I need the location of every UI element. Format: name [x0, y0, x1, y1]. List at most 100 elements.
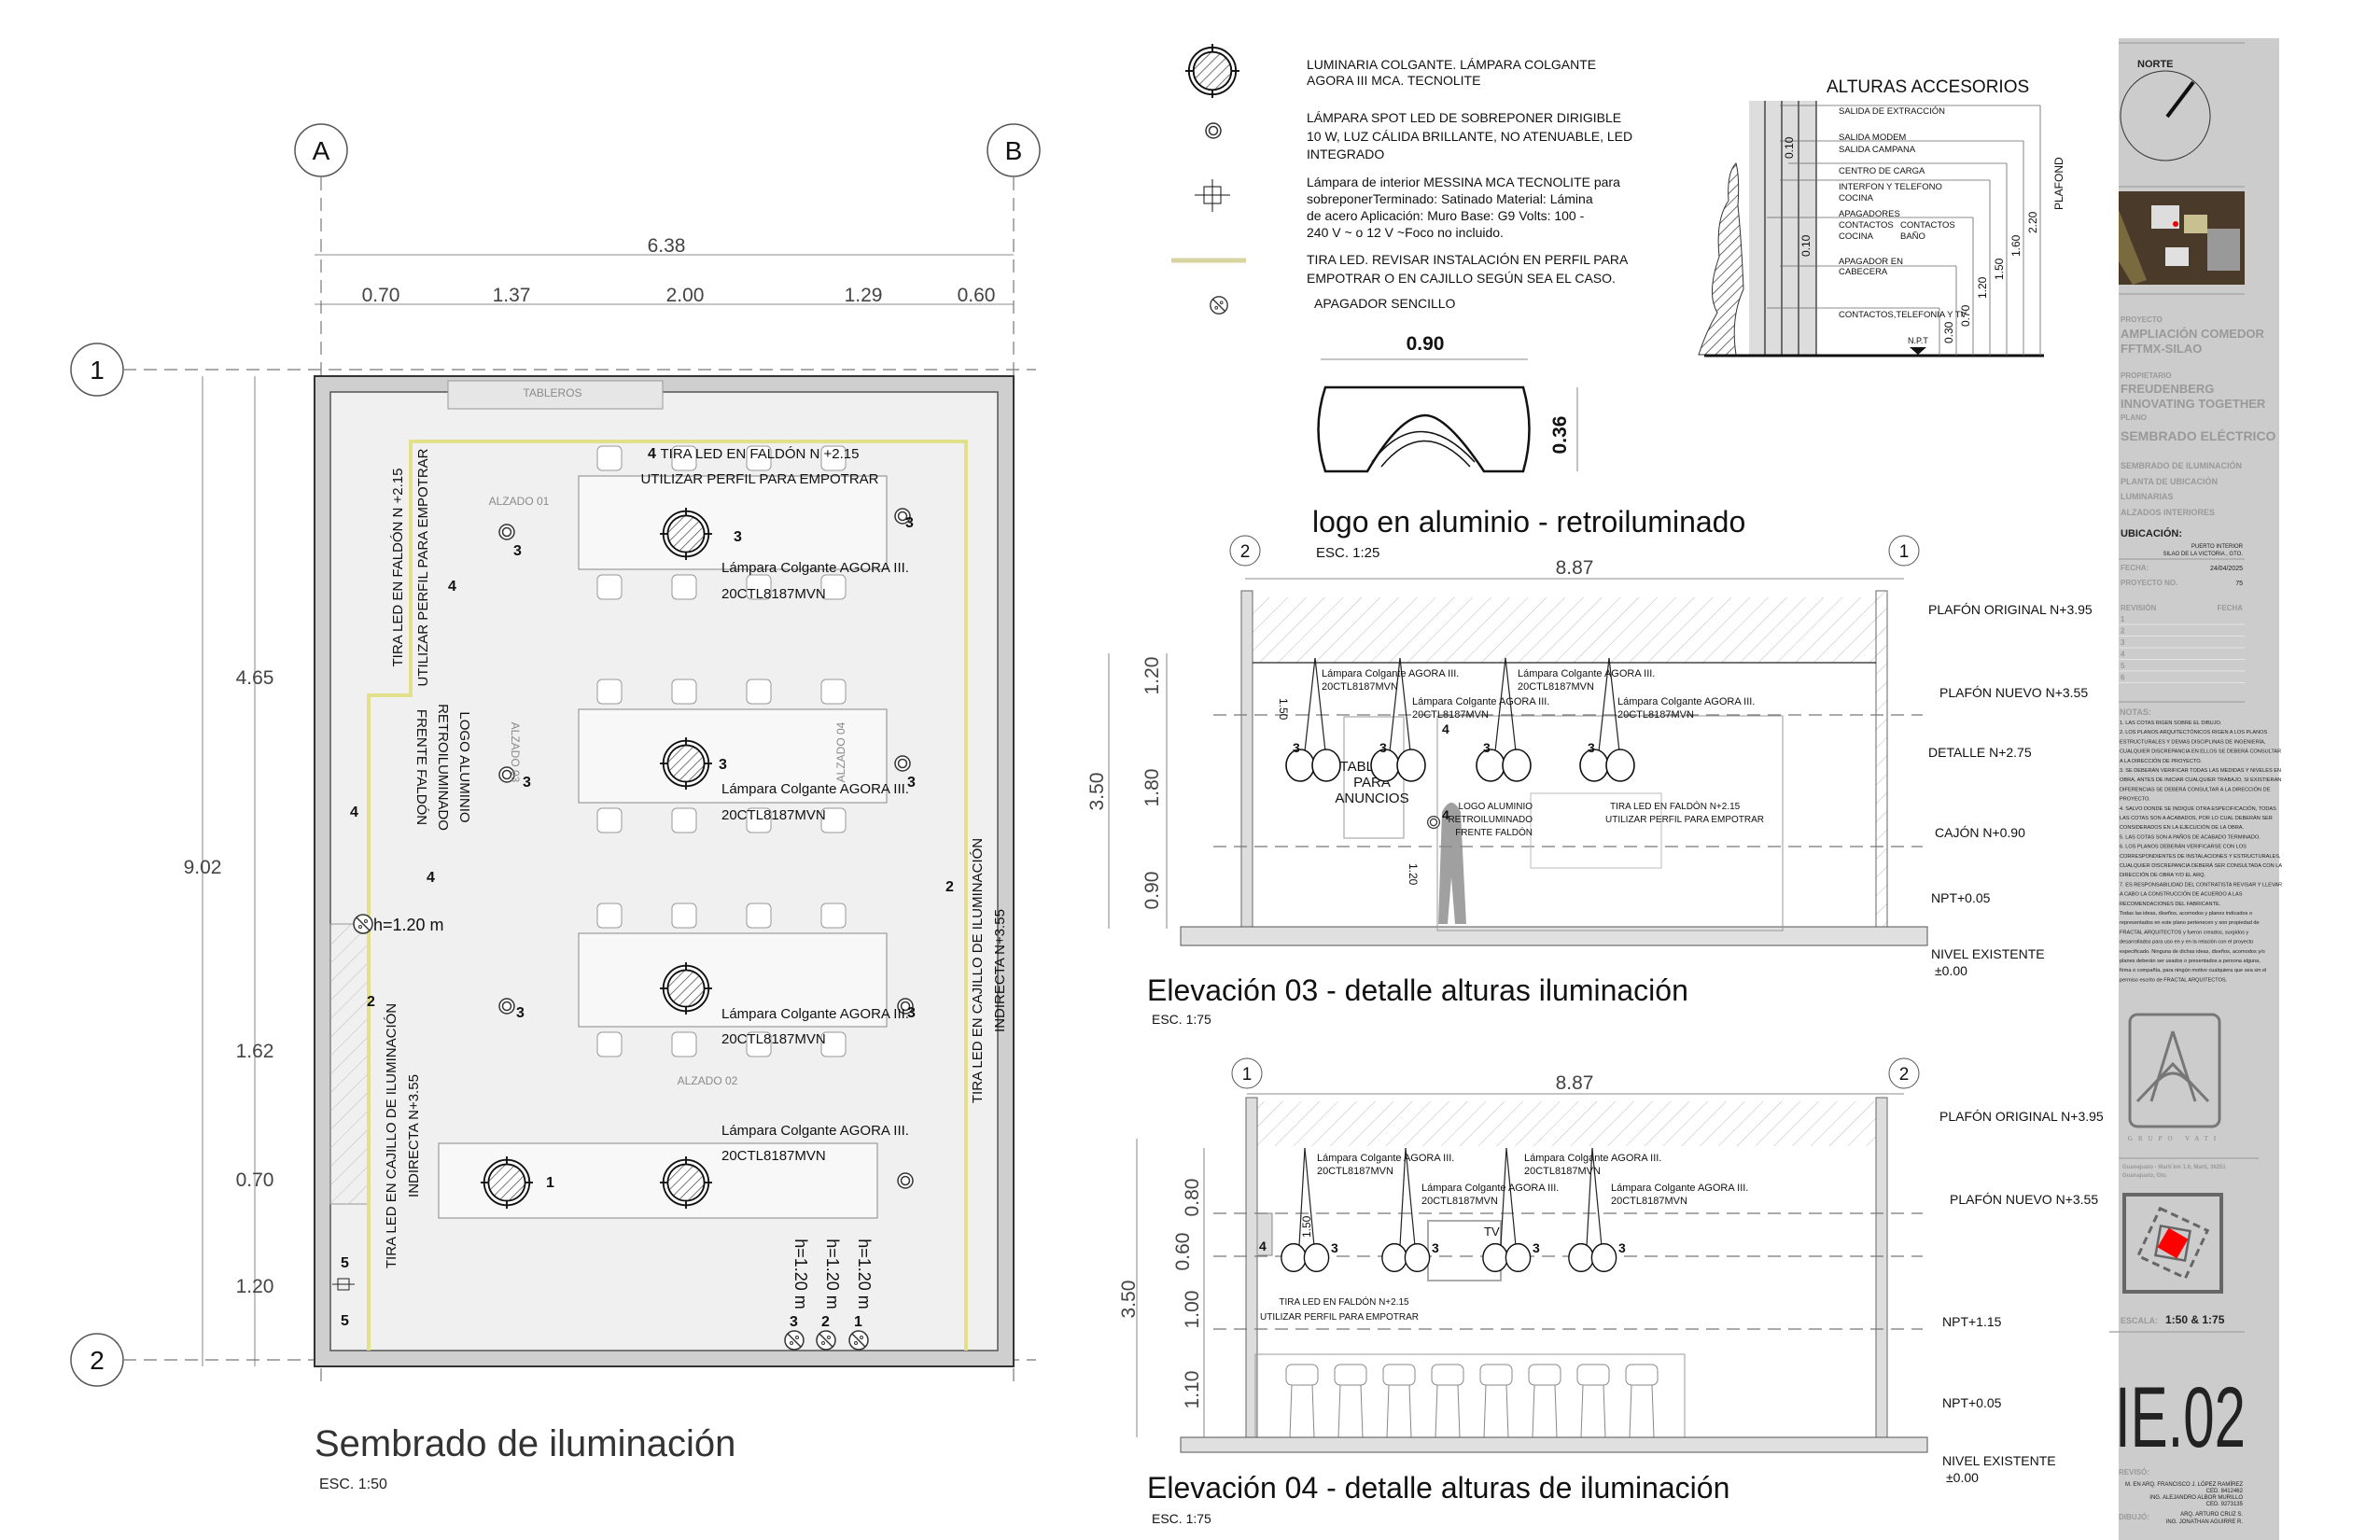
pendant-drops	[1304, 657, 1620, 752]
svg-text:Lámpara Colgante AGORA III.: Lámpara Colgante AGORA III.	[1518, 668, 1655, 679]
svg-text:Lámpara Colgante AGORA III.: Lámpara Colgante AGORA III.	[1322, 668, 1459, 679]
human-silhouette	[1698, 162, 1744, 356]
stool-leg	[1629, 1384, 1632, 1438]
alturas-dims: 0.30 0.70 1.20 1.50 1.60 2.20 0.10 0.10 …	[1783, 136, 2065, 345]
svg-text:PLAFÓN NUEVO N+3.55: PLAFÓN NUEVO N+3.55	[1950, 1192, 2098, 1207]
grid-label: 1	[90, 356, 105, 385]
dim-total-width: 6.38	[648, 235, 686, 257]
bar-stool	[1625, 1364, 1659, 1386]
svg-text:LUMINARIAS: LUMINARIAS	[2121, 492, 2174, 501]
reviewers: M. EN ARQ. FRANCISCO J. LÓPEZ RAMÍREZCED…	[2125, 1481, 2244, 1507]
note-line: desarrollados para uso en y en la relaci…	[2120, 940, 2253, 945]
svg-text:PROYECTO: PROYECTO	[2121, 315, 2163, 324]
svg-text:ING. ALEJANDRO ALBOR MURILLO: ING. ALEJANDRO ALBOR MURILLO	[2149, 1495, 2243, 1501]
lamp-label: Lámpara Colgante AGORA III.20CTL8187MVN	[721, 781, 909, 823]
stool-leg	[1603, 1384, 1606, 1438]
svg-text:1.50: 1.50	[1993, 258, 2006, 280]
logo-detail: 0.90 0.36 logo en aluminio - retroilumin…	[1312, 333, 1745, 561]
bar-stool	[1479, 1364, 1513, 1386]
wall-lamp-icon	[1195, 179, 1230, 212]
svg-text:20CTL8187MVN: 20CTL8187MVN	[721, 1148, 826, 1164]
lamp-label: Lámpara Colgante AGORA III.20CTL8187MVN	[721, 560, 909, 602]
chair	[596, 807, 623, 833]
grid-bubble-a: A	[294, 123, 348, 177]
svg-text:Lámpara Colgante AGORA III.: Lámpara Colgante AGORA III.	[721, 781, 909, 797]
chair	[671, 574, 697, 600]
svg-text:1.60: 1.60	[2009, 234, 2023, 257]
aerial-map-image	[2119, 191, 2245, 285]
svg-text:TIRA LED EN FALDÓN N+2.15: TIRA LED EN FALDÓN N+2.15	[1610, 800, 1741, 812]
cajillo-note: INDIRECTA N+3.55	[406, 1074, 422, 1197]
svg-text:3: 3	[1618, 1240, 1626, 1255]
svg-text:UBICACIÓN:: UBICACIÓN:	[2121, 527, 2182, 539]
svg-text:INTEGRADO: INTEGRADO	[1307, 147, 1384, 161]
planter	[329, 923, 369, 1205]
note-line: CORRESPONDIENTES DE INSTALACIONES Y ESTR…	[2120, 854, 2281, 860]
svg-text:4: 4	[1442, 721, 1449, 736]
revision-number: 4	[2121, 651, 2125, 659]
grid-bubble: 1	[1231, 1057, 1263, 1089]
elev-dim: 1.80	[1141, 769, 1163, 807]
elev03-scale: ESC. 1:75	[1152, 1012, 1211, 1027]
svg-text:3: 3	[516, 1005, 525, 1021]
switch-icon	[816, 1330, 836, 1351]
svg-text:0.30: 0.30	[1942, 321, 1955, 343]
bar-stool	[1528, 1364, 1561, 1386]
svg-text:FECHA:: FECHA:	[2121, 564, 2149, 572]
note-line: especificado. Ninguna de dichas ideas, d…	[2120, 949, 2265, 955]
note-line: ESTRUCTURALES Y DEMAS DISCIPLINAS DE ING…	[2120, 738, 2266, 745]
alturas-title: ALTURAS ACCESORIOS	[1827, 77, 2029, 97]
tableros-label: TABLEROS	[523, 386, 581, 399]
table	[578, 708, 888, 804]
grid-bubble: 2	[1888, 1057, 1920, 1089]
logo-note: LOGO ALUMINIO	[456, 711, 472, 822]
dim-segment: 0.70	[362, 285, 400, 306]
svg-text:RETROILUMINADO: RETROILUMINADO	[1448, 815, 1533, 825]
svg-text:3: 3	[1588, 740, 1595, 755]
dim-segment: 1.20	[236, 1276, 274, 1297]
chair	[820, 574, 847, 600]
lamp-label: Lámpara Colgante AGORA III.20CTL8187MVN	[721, 1123, 909, 1164]
svg-text:APAGADOR SENCILLO: APAGADOR SENCILLO	[1314, 296, 1456, 311]
svg-text:ALZADOS INTERIORES: ALZADOS INTERIORES	[2121, 508, 2215, 517]
chair	[746, 1031, 772, 1057]
svg-text:20CTL8187MVN: 20CTL8187MVN	[1617, 709, 1694, 721]
stool-leg	[1337, 1384, 1341, 1438]
tv-label: TV	[1484, 1225, 1500, 1239]
svg-text:N.P.T: N.P.T	[1908, 336, 1928, 345]
stool-leg	[1483, 1384, 1487, 1438]
cajillo-note: INDIRECTA N+3.55	[992, 909, 1008, 1032]
revision-number: 2	[2121, 627, 2125, 636]
led-note: UTILIZAR PERFIL PARA EMPOTRAR	[640, 471, 878, 487]
elev-dim: 0.90	[1141, 872, 1163, 910]
svg-text:4: 4	[448, 579, 456, 595]
stool-leg	[1386, 1384, 1390, 1438]
wall-section	[1749, 101, 1816, 355]
pendant-lamp-icon	[1185, 44, 1239, 98]
logo-height: 0.36	[1549, 416, 1571, 455]
alzado-label: ALZADO 02	[678, 1074, 738, 1087]
lamp-labels: Lámpara Colgante AGORA III.20CTL8187MVN …	[1317, 1153, 1748, 1207]
dim-segment: 0.70	[236, 1169, 274, 1191]
svg-text:NIVEL EXISTENTE: NIVEL EXISTENTE	[1942, 1453, 2056, 1468]
svg-text:LOGO ALUMINIO: LOGO ALUMINIO	[1459, 802, 1533, 812]
svg-text:20CTL8187MVN: 20CTL8187MVN	[721, 586, 826, 602]
pendant-drops	[1298, 1147, 1603, 1247]
spot-lamp-icon	[894, 755, 911, 772]
svg-text:SILAO DE LA VICTORIA , GTO.: SILAO DE LA VICTORIA , GTO.	[2163, 552, 2244, 557]
svg-text:PROPIETARIO: PROPIETARIO	[2121, 371, 2172, 380]
svg-text:Guanajuato, Gto.: Guanajuato, Gto.	[2122, 1173, 2168, 1179]
alturas-accesorios: ALTURAS ACCESORIOS SALIDA DE EXTRACCIÓN …	[1698, 77, 2065, 357]
svg-text:CED. 9273135: CED. 9273135	[2206, 1502, 2244, 1507]
grupo-vati-logo: GRUPO VATI	[2128, 1013, 2221, 1142]
switch-icon	[848, 1330, 869, 1351]
revision-number: 6	[2121, 674, 2125, 682]
north-arrow-icon	[2120, 70, 2211, 161]
switch-height: h=1.20 m	[823, 1239, 842, 1309]
svg-text:240 V ~ o 12 V ~Foco no inclui: 240 V ~ o 12 V ~Foco no incluido.	[1307, 225, 1504, 240]
svg-text:0.70: 0.70	[1959, 304, 1972, 327]
note-line: CONSIDERADOS EN LA EJECUCIÓN DE LA OBRA.	[2120, 824, 2244, 831]
pendant-drop-dim: 1.50	[1277, 698, 1290, 721]
